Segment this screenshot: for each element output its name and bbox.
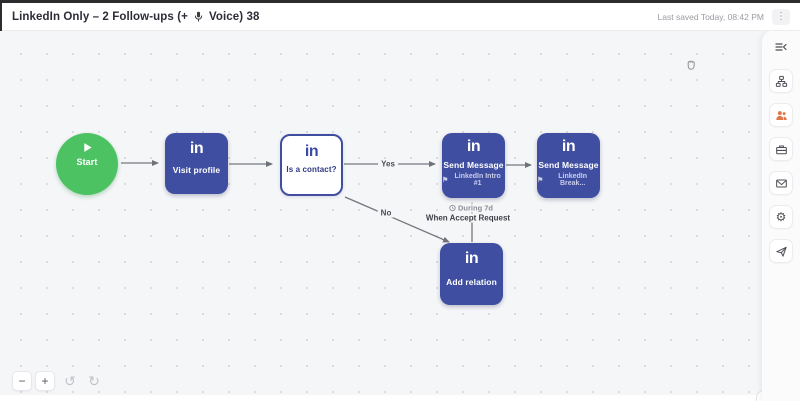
more-options-button[interactable]: ⋮ xyxy=(772,8,790,25)
flag-icon: ⚑ xyxy=(537,177,544,184)
page-title-prefix: LinkedIn Only – 2 Follow-ups (+ xyxy=(12,10,188,23)
linkedin-logo: in xyxy=(464,250,479,267)
edge-label-when-accept: When Accept Request xyxy=(422,213,514,223)
start-node[interactable]: Start xyxy=(56,133,118,195)
bottom-strip xyxy=(0,395,800,401)
minus-icon: − xyxy=(18,374,26,388)
during-text: During 7d xyxy=(458,203,493,213)
edge-label-during: During 7d xyxy=(446,203,496,213)
add-relation-label: Add relation xyxy=(446,277,497,287)
edge-label-no: No xyxy=(377,208,395,218)
microphone-icon xyxy=(194,11,203,22)
send-message-2-title: Send Message xyxy=(538,160,599,170)
right-sidebar: ⚙ xyxy=(762,30,800,401)
collapse-panel-button[interactable] xyxy=(774,40,788,59)
edge-label-yes: Yes xyxy=(378,159,398,169)
canvas-controls: − + ↺ ↻ xyxy=(12,371,103,391)
linkedin-logo: in xyxy=(561,138,576,155)
briefcase-icon xyxy=(775,144,787,154)
redo-button[interactable]: ↻ xyxy=(85,371,103,391)
linkedin-logo: in xyxy=(304,143,319,160)
send-message-2-node[interactable]: in Send Message ⚑ LinkedIn Break... xyxy=(537,133,600,198)
clock-icon xyxy=(449,204,456,212)
undo-button[interactable]: ↺ xyxy=(61,371,79,391)
linkedin-logo: in xyxy=(189,140,204,157)
window-top-edge xyxy=(0,0,800,3)
send-message-2-subtitle: ⚑ LinkedIn Break... xyxy=(537,173,600,187)
visit-profile-label: Visit profile xyxy=(172,165,221,175)
collapse-panel-icon xyxy=(775,43,787,51)
plus-icon: + xyxy=(41,374,49,388)
template-name: LinkedIn Intro #1 xyxy=(454,173,501,187)
is-contact-label: Is a contact? xyxy=(286,165,337,174)
play-icon xyxy=(83,143,92,152)
linkedin-logo: in xyxy=(466,138,481,155)
sidebar-button-jobs[interactable] xyxy=(769,137,793,161)
add-relation-node[interactable]: in Add relation xyxy=(440,243,503,305)
org-chart-icon xyxy=(775,75,787,87)
envelope-icon xyxy=(775,178,787,188)
start-node-label: Start xyxy=(76,157,98,167)
header: LinkedIn Only – 2 Follow-ups (+ Voice) 3… xyxy=(0,3,800,31)
undo-icon: ↺ xyxy=(64,372,76,389)
sidebar-button-settings[interactable]: ⚙ xyxy=(769,205,793,229)
redo-icon: ↻ xyxy=(88,372,100,389)
header-right: Last saved Today, 08:42 PM ⋮ xyxy=(657,8,790,25)
zoom-in-button[interactable]: + xyxy=(35,371,55,391)
paper-plane-icon xyxy=(775,246,787,257)
send-message-1-node[interactable]: in Send Message ⚑ LinkedIn Intro #1 xyxy=(442,133,505,198)
grab-cursor-icon xyxy=(687,60,695,70)
flag-icon: ⚑ xyxy=(442,177,449,184)
ellipsis-icon: ⋮ xyxy=(776,11,786,22)
gear-icon: ⚙ xyxy=(775,210,787,224)
flow-canvas[interactable] xyxy=(0,31,800,395)
is-contact-condition-node[interactable]: in Is a contact? xyxy=(280,134,343,196)
zoom-out-button[interactable]: − xyxy=(12,371,32,391)
page-title: LinkedIn Only – 2 Follow-ups (+ Voice) 3… xyxy=(12,11,259,23)
sidebar-button-launch[interactable] xyxy=(769,239,793,263)
page-title-suffix: Voice) 38 xyxy=(208,10,260,23)
visit-profile-node[interactable]: in Visit profile xyxy=(165,133,228,194)
template-name: LinkedIn Break... xyxy=(558,173,588,187)
sidebar-button-sequence[interactable] xyxy=(769,69,793,93)
window-left-edge xyxy=(0,0,2,31)
last-saved-text: Last saved Today, 08:42 PM xyxy=(657,11,764,22)
sidebar-button-messages[interactable] xyxy=(769,171,793,195)
send-message-1-title: Send Message xyxy=(443,160,504,170)
sidebar-button-contacts[interactable] xyxy=(769,103,793,127)
send-message-1-subtitle: ⚑ LinkedIn Intro #1 xyxy=(442,173,505,187)
people-icon xyxy=(775,110,787,120)
